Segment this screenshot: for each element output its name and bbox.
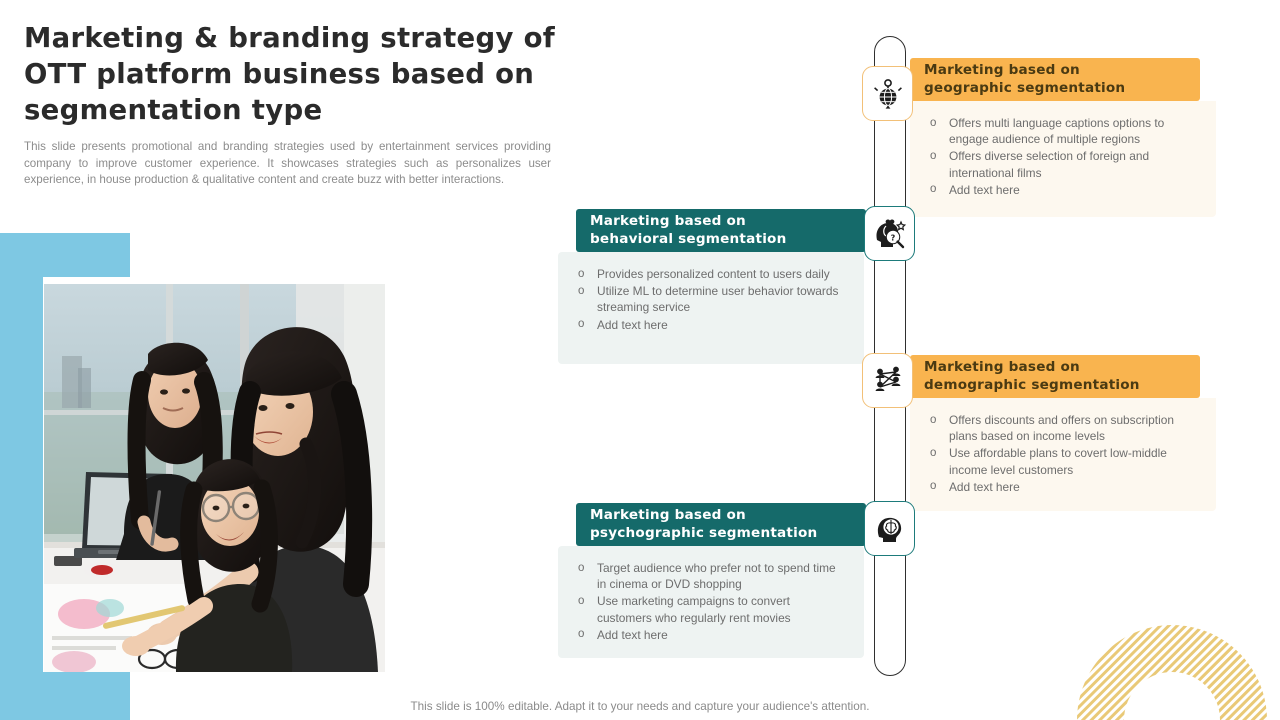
card-demographic-title-line1: Marketing based on [924,359,1080,375]
card-geographic-title-line2: geographic segmentation [924,79,1126,96]
list-item: Target audience who prefer not to spend … [574,559,848,592]
card-geographic-body: Offers multi language captions options t… [910,101,1216,217]
card-demographic-body: Offers discounts and offers on subscript… [910,398,1216,511]
card-geographic-title-line1: Marketing based on [924,62,1080,78]
list-item: Offers discounts and offers on subscript… [926,411,1200,444]
head-brain-icon [864,501,915,556]
list-item: Add text here [574,626,848,643]
card-behavioral-title-line1: Marketing based on [590,213,746,229]
list-item: Add text here [926,181,1200,198]
card-demographic-title-line2: demographic segmentation [924,376,1140,393]
team-photo [44,284,385,672]
list-item: Provides personalized content to users d… [574,265,848,282]
list-item: Utilize ML to determine user behavior to… [574,283,848,315]
card-behavioral-title-line2: behavioral segmentation [590,230,787,247]
card-psychographic-body: Target audience who prefer not to spend … [558,546,864,658]
list-item: Offers diverse selection of foreign and … [926,148,1200,180]
card-psychographic-title-line2: psychographic segmentation [590,524,818,541]
list-item: Offers multi language captions options t… [926,114,1200,147]
list-item: Add text here [574,316,848,333]
decorative-blue-left-bar [0,233,43,720]
list-item: Add text here [926,478,1200,495]
people-network-icon [862,353,913,408]
list-item: Use marketing campaigns to convert custo… [574,593,848,625]
card-psychographic-title-line1: Marketing based on [590,507,746,523]
card-behavioral-body: Provides personalized content to users d… [558,252,864,364]
card-behavioral-header: Marketing based on behavioral segmentati… [576,209,866,252]
list-item: Use affordable plans to covert low-middl… [926,445,1200,477]
globe-icon [862,66,913,121]
svg-text:?: ? [890,233,895,242]
page-subtitle: This slide presents promotional and bran… [24,140,551,186]
card-demographic-header: Marketing based on demographic segmentat… [910,355,1200,398]
footer-note: This slide is 100% editable. Adapt it to… [410,700,870,713]
card-geographic-header: Marketing based on geographic segmentati… [910,58,1200,101]
decorative-blue-bottom-bar [0,672,130,720]
head-search-icon: ? [864,206,915,261]
page-title: Marketing & branding strategy of OTT pla… [24,22,556,126]
card-psychographic-header: Marketing based on psychographic segment… [576,503,866,546]
